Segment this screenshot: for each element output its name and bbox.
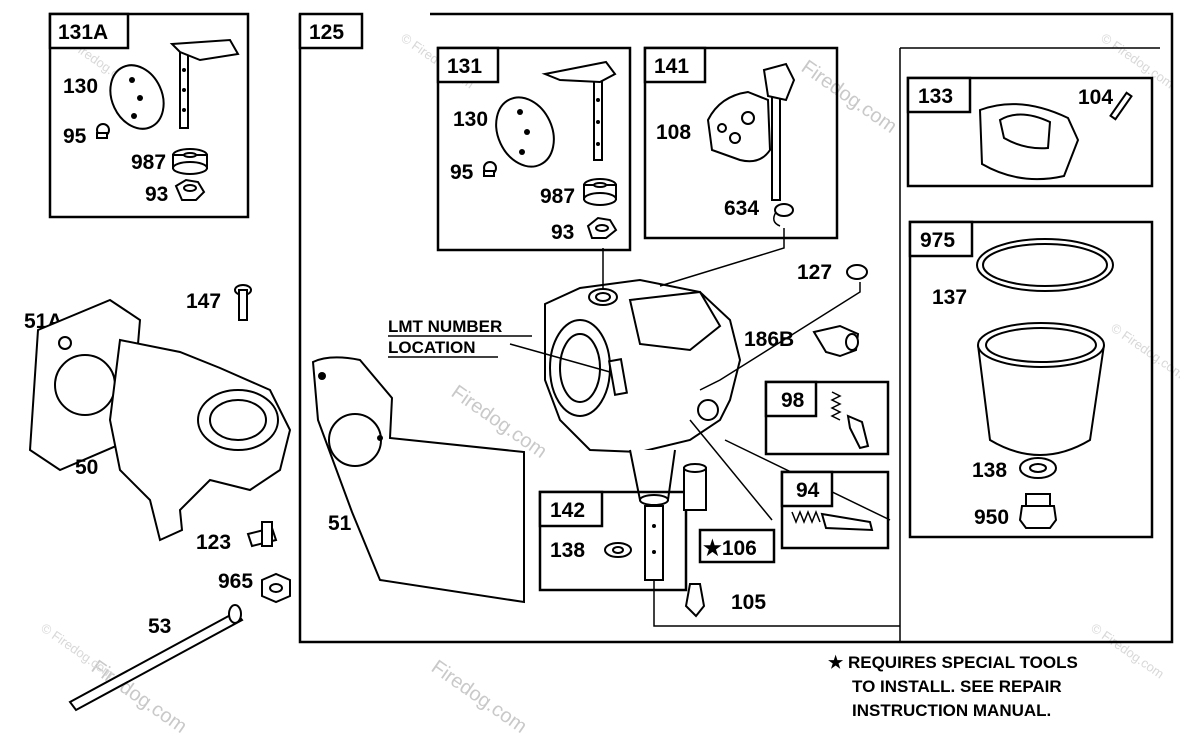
fitting-186b-icon — [812, 324, 860, 358]
box-133: 133 104 — [900, 47, 1160, 188]
throttle-shaft-b-icon — [541, 60, 617, 161]
watermark-small-3: © Firedog.com — [1108, 320, 1180, 381]
throttle-shaft-icon — [169, 38, 240, 129]
part-138b-label: 138 — [550, 539, 585, 562]
part-965-label: 965 — [218, 570, 253, 593]
intake-manifold-50-icon — [108, 338, 292, 542]
box-94-label: 94 — [796, 479, 820, 502]
watermark-main-5: Firedog.com — [427, 656, 531, 738]
nozzle-142-icon — [644, 505, 664, 581]
carburetor-body-icon — [544, 278, 742, 506]
part-53-label: 53 — [148, 615, 171, 638]
part-987b-label: 987 — [540, 185, 575, 208]
washer-138b-icon — [604, 542, 632, 558]
bowl-gasket-137-icon — [976, 238, 1114, 292]
part-634-label: 634 — [724, 197, 759, 220]
note-line-1: ★ REQUIRES SPECIAL TOOLS — [828, 653, 1078, 672]
box-141: 141 108 634 — [643, 46, 839, 240]
part-93b-label: 93 — [551, 221, 574, 244]
box-125: 125 — [298, 12, 1174, 644]
watermark-small-4: © Firedog.com — [1088, 620, 1167, 681]
watermark-small-5: © Firedog.com — [38, 620, 117, 681]
box-133-label: 133 — [918, 85, 953, 108]
part-130-label: 130 — [63, 75, 98, 98]
box-131: 131 130 95 987 93 — [436, 46, 632, 252]
seat-106-icon — [683, 463, 707, 511]
bushing-93b-icon — [586, 216, 618, 239]
plug-127-icon — [846, 264, 868, 280]
box-141-label: 141 — [654, 55, 689, 78]
leader-lines — [509, 228, 900, 627]
screw-icon — [96, 123, 110, 139]
float-bowl-icon — [977, 322, 1105, 456]
watermark-main-3: Firedog.com — [797, 56, 901, 138]
part-127-label: 127 — [797, 261, 832, 284]
pin-104-icon — [1109, 91, 1133, 121]
part-106-label: ★106 — [703, 537, 757, 560]
bushing-93-icon — [174, 178, 206, 201]
choke-shaft-icon — [762, 62, 796, 201]
throttle-plate-icon — [109, 64, 165, 130]
seal-987b-icon — [583, 178, 617, 206]
choke-valve-133-icon — [978, 103, 1080, 181]
part-186b-label: 186B — [744, 328, 794, 351]
nut-965-icon — [261, 572, 291, 604]
part-108-label: 108 — [656, 121, 691, 144]
washer-138-icon — [1019, 457, 1057, 479]
part-147-label: 147 — [186, 290, 221, 313]
box-98: 98 — [764, 380, 890, 456]
box-975: 975 137 138 950 — [899, 48, 1154, 642]
spring-screw-94-icon — [791, 509, 874, 532]
box-975-label: 975 — [920, 229, 955, 252]
box-131a-label: 131A — [58, 21, 108, 44]
part-123-label: 123 — [196, 531, 231, 554]
box-142-label: 142 — [550, 499, 585, 522]
part-138-label: 138 — [972, 459, 1007, 482]
gasket-108-icon — [706, 90, 772, 163]
part-50-label: 50 — [75, 456, 98, 479]
part-130b-label: 130 — [453, 108, 488, 131]
stud-53-icon — [68, 604, 244, 712]
part-137-label: 137 — [932, 286, 967, 309]
bolt-123-icon — [246, 521, 278, 548]
box-106 — [698, 528, 776, 564]
box-98-label: 98 — [781, 389, 805, 412]
lmt-underline — [388, 335, 532, 358]
screw-b-icon — [483, 161, 497, 177]
part-104-label: 104 — [1078, 86, 1113, 109]
plate-51-icon — [311, 356, 525, 604]
box-131-label: 131 — [447, 55, 482, 78]
watermark-small-2: © Firedog.com — [1098, 30, 1177, 91]
box-125-label: 125 — [309, 21, 344, 44]
part-950-label: 950 — [974, 506, 1009, 529]
part-95b-label: 95 — [450, 161, 474, 184]
spring-screw-98-icon — [830, 391, 870, 450]
part-93-label: 93 — [145, 183, 168, 206]
note-line-3: INSTRUCTION MANUAL. — [852, 701, 1051, 720]
spring-634-icon — [773, 203, 794, 227]
seal-987-icon — [172, 148, 208, 175]
throttle-plate-b-icon — [495, 96, 555, 168]
bolt-147-icon — [234, 284, 252, 321]
box-94: 94 — [780, 470, 890, 550]
note-line-2: TO INSTALL. SEE REPAIR — [852, 677, 1062, 696]
part-51-label: 51 — [328, 512, 352, 535]
needle-105-icon — [684, 583, 706, 618]
part-95-label: 95 — [63, 125, 87, 148]
lmt-label-line1: LMT NUMBER — [388, 317, 502, 336]
bolt-950-icon — [1018, 493, 1058, 529]
box-131a: 131A 130 95 987 93 — [48, 12, 250, 219]
part-105-label: 105 — [731, 591, 766, 614]
lmt-label-line2: LOCATION — [388, 338, 476, 357]
part-987-label: 987 — [131, 151, 166, 174]
box-142: 142 138 — [538, 490, 688, 592]
